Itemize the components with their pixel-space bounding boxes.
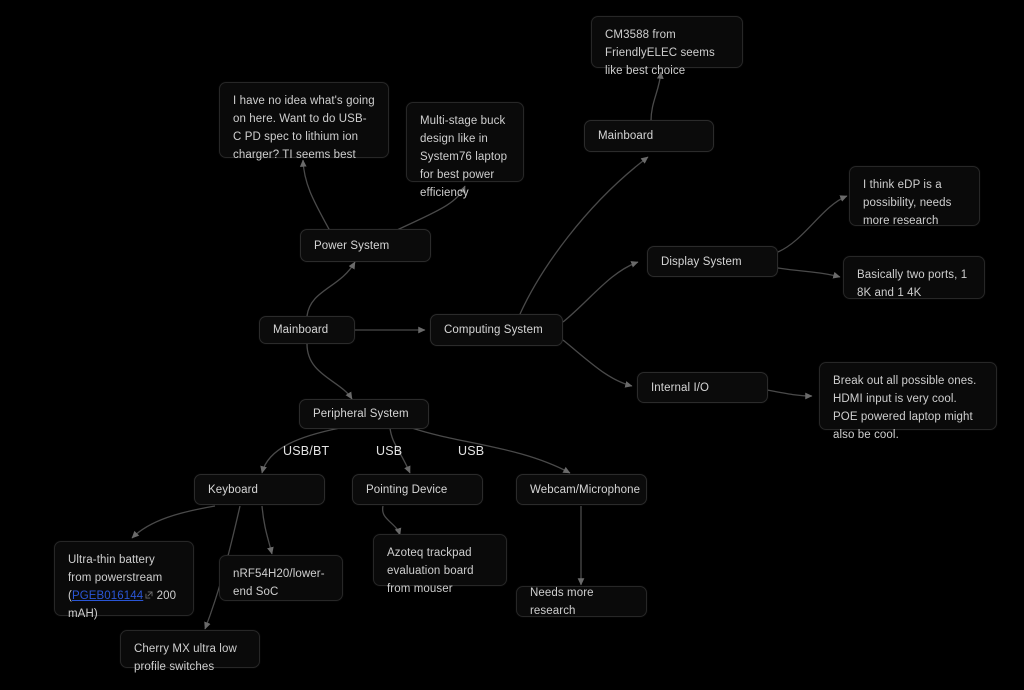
note-battery-tail: 200 mAH) (68, 590, 177, 620)
note-cm3588[interactable]: CM3588 from FriendlyELEC seems like best… (591, 16, 743, 77)
edge-computing-mainboardtop (519, 156, 649, 315)
node-peripheral-system[interactable]: Peripheral System (299, 399, 429, 429)
note-power-system[interactable]: I have no idea what's going on here. Wan… (219, 82, 389, 161)
note-trackpad[interactable]: Azoteq trackpad evaluation board from mo… (373, 534, 507, 595)
node-internal-io[interactable]: Internal I/O (637, 372, 768, 403)
node-power-system[interactable]: Power System (300, 229, 431, 262)
note-soc-text: nRF54H20/lower-end SoC (233, 568, 325, 598)
node-keyboard[interactable]: Keyboard (194, 474, 325, 505)
node-pointing-device-label: Pointing Device (366, 483, 448, 496)
note-switches[interactable]: Cherry MX ultra low profile switches (120, 630, 260, 673)
edge-mainboardleft-peripheral (306, 343, 353, 400)
node-mainboard-top[interactable]: Mainboard (584, 120, 714, 152)
node-computing-system[interactable]: Computing System (430, 314, 563, 346)
note-edp[interactable]: I think eDP is a possibility, needs more… (849, 166, 980, 227)
note-multistage-buck[interactable]: Multi-stage buck design like in System76… (406, 102, 524, 199)
note-soc[interactable]: nRF54H20/lower-end SoC (219, 555, 343, 601)
note-battery-line2: powerstream (94, 572, 163, 584)
node-power-system-label: Power System (314, 239, 390, 252)
note-power-system-text: I have no idea what's going on here. Wan… (233, 95, 375, 161)
note-switches-text: Cherry MX ultra low profile switches (134, 643, 237, 673)
note-battery-open-paren: ( (68, 590, 72, 602)
node-internal-io-label: Internal I/O (651, 381, 710, 394)
edge-pointing-trackpad (382, 505, 402, 536)
edge-mainboardleft-powersystem (306, 261, 356, 317)
note-trackpad-text: Azoteq trackpad evaluation board from mo… (387, 547, 474, 595)
note-edp-text: I think eDP is a possibility, needs more… (863, 179, 952, 227)
node-webcam-microphone-label: Webcam/Microphone (530, 483, 641, 496)
node-webcam-microphone[interactable]: Webcam/Microphone (516, 474, 647, 505)
node-pointing-device[interactable]: Pointing Device (352, 474, 483, 505)
edge-label-usb-bt: USB/BT (283, 444, 330, 458)
edge-label-usb-webcam: USB (458, 444, 485, 458)
note-internal-io-text: Break out all possible ones. HDMI input … (833, 375, 977, 441)
node-display-system-label: Display System (661, 255, 742, 268)
note-cm3588-text: CM3588 from FriendlyELEC seems like best… (605, 29, 715, 77)
note-multistage-buck-text: Multi-stage buck design like in System76… (420, 115, 508, 199)
node-display-system[interactable]: Display System (647, 246, 778, 277)
edge-internalio-note (766, 389, 813, 400)
node-keyboard-label: Keyboard (208, 483, 259, 496)
note-battery-line1: Ultra-thin battery from (68, 554, 155, 584)
edge-display-edpnote (777, 195, 848, 253)
edge-peripheral-webcam (411, 427, 571, 474)
edge-keyboard-soc (261, 505, 274, 555)
note-internal-io[interactable]: Break out all possible ones. HDMI input … (819, 362, 997, 441)
node-mainboard-top-label: Mainboard (598, 130, 654, 142)
note-ports[interactable]: Basically two ports, 1 8K and 1 4K (843, 256, 985, 299)
edge-display-portsnote (777, 267, 841, 279)
node-mainboard-left-label: Mainboard (273, 324, 329, 336)
edge-label-usb-pointing: USB (376, 444, 403, 458)
note-webcam-research[interactable]: Needs more research (516, 586, 647, 617)
note-battery[interactable]: Ultra-thin battery from powerstream (PGE… (54, 541, 194, 620)
external-link-icon (145, 591, 153, 599)
edge-keyboard-battery (131, 505, 216, 539)
edge-computing-internalio (562, 339, 633, 388)
note-ports-text: Basically two ports, 1 8K and 1 4K (857, 269, 968, 299)
note-webcam-research-text: Needs more research (530, 586, 594, 617)
edge-computing-display (562, 261, 639, 323)
edge-powersystem-powernote (299, 159, 331, 232)
node-computing-system-label: Computing System (444, 324, 543, 336)
battery-datasheet-link[interactable]: PGEB016144 (71, 590, 144, 602)
node-mainboard-left[interactable]: Mainboard (259, 316, 355, 344)
node-peripheral-system-label: Peripheral System (313, 408, 409, 420)
